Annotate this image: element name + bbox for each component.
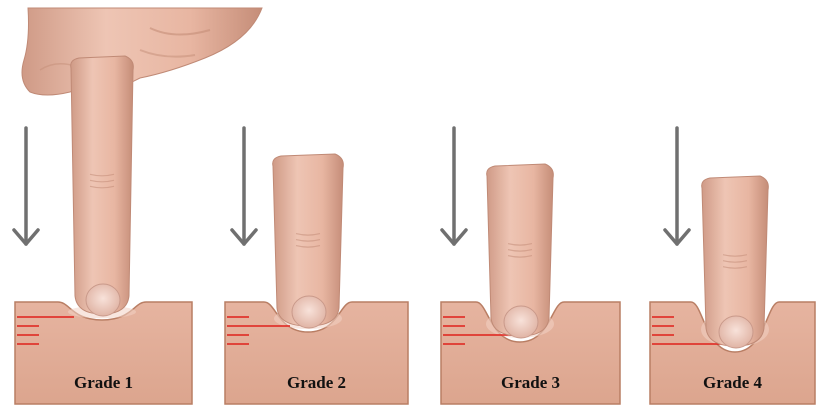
down-arrow-icon [232,128,256,244]
down-arrow-icon [665,128,689,244]
hand-icon [22,8,262,95]
grade-panel: Grade 1 [14,56,192,404]
down-arrow-icon [14,128,38,244]
grade-panel: Grade 4 [650,128,815,404]
fingernail [292,296,326,328]
grade-label: Grade 4 [703,373,763,392]
finger-icon [71,56,134,314]
grade-label: Grade 2 [287,373,346,392]
grade-label: Grade 1 [74,373,133,392]
down-arrow-icon [442,128,466,244]
fingernail [504,306,538,338]
fingernail [719,316,753,348]
grade-panel: Grade 2 [225,128,408,404]
grade-panel: Grade 3 [441,128,620,404]
fingernail [86,284,120,316]
grade-label: Grade 3 [501,373,560,392]
